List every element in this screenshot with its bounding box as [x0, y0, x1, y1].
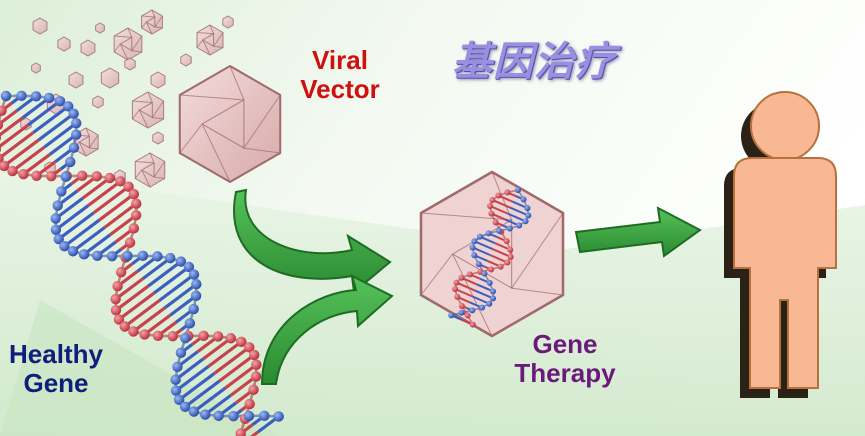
- virus-particle-icon: [141, 9, 163, 35]
- virus-particle-icon: [131, 91, 165, 129]
- virus-particle-icon: [31, 62, 41, 74]
- virus-particle-icon: [222, 15, 234, 29]
- title: 基因治疗: [452, 39, 616, 85]
- virus-particle-icon: [113, 27, 143, 61]
- virus-swarm: [20, 9, 234, 188]
- virus-particle-icon: [95, 22, 105, 34]
- virus-particle-icon: [124, 57, 136, 71]
- virus-particle-icon: [32, 17, 48, 35]
- healthy-gene-label-line2: Gene: [23, 368, 89, 399]
- virus-particle-icon: [178, 64, 282, 184]
- virus-particle-icon: [92, 95, 104, 109]
- dna-helix-icon: [448, 187, 532, 328]
- virus-particle-icon: [196, 24, 224, 56]
- gene-therapy-label: Gene Therapy: [495, 329, 635, 389]
- viral-vector-icon: [178, 64, 282, 184]
- healthy-gene-label-line1: Healthy: [9, 339, 103, 369]
- virus-particle-icon: [150, 71, 166, 89]
- virus-particle-icon: [134, 152, 166, 188]
- viral-vector-label-line2: Vector: [300, 74, 380, 105]
- healthy-gene-dna-helix-icon: [0, 90, 284, 436]
- viral-vector-label-line1: Viral: [312, 45, 368, 75]
- virus-particle-icon: [180, 53, 192, 67]
- virus-particle-icon: [100, 67, 120, 89]
- arrow-icon-bottom: [260, 274, 394, 385]
- virus-particle-icon: [80, 39, 96, 57]
- gene-therapy-label-line1: Gene: [532, 329, 598, 359]
- healthy-gene-label: Healthy Gene: [0, 339, 112, 399]
- arrow-icon-right: [574, 206, 702, 258]
- person-icon: [724, 91, 837, 398]
- virus-particle-icon: [57, 36, 71, 52]
- virus-particle-icon: [68, 71, 84, 89]
- gene-therapy-label-line2: Therapy: [514, 358, 616, 389]
- viral-vector-label: Viral Vector: [280, 45, 400, 105]
- virus-particle-icon: [152, 131, 164, 145]
